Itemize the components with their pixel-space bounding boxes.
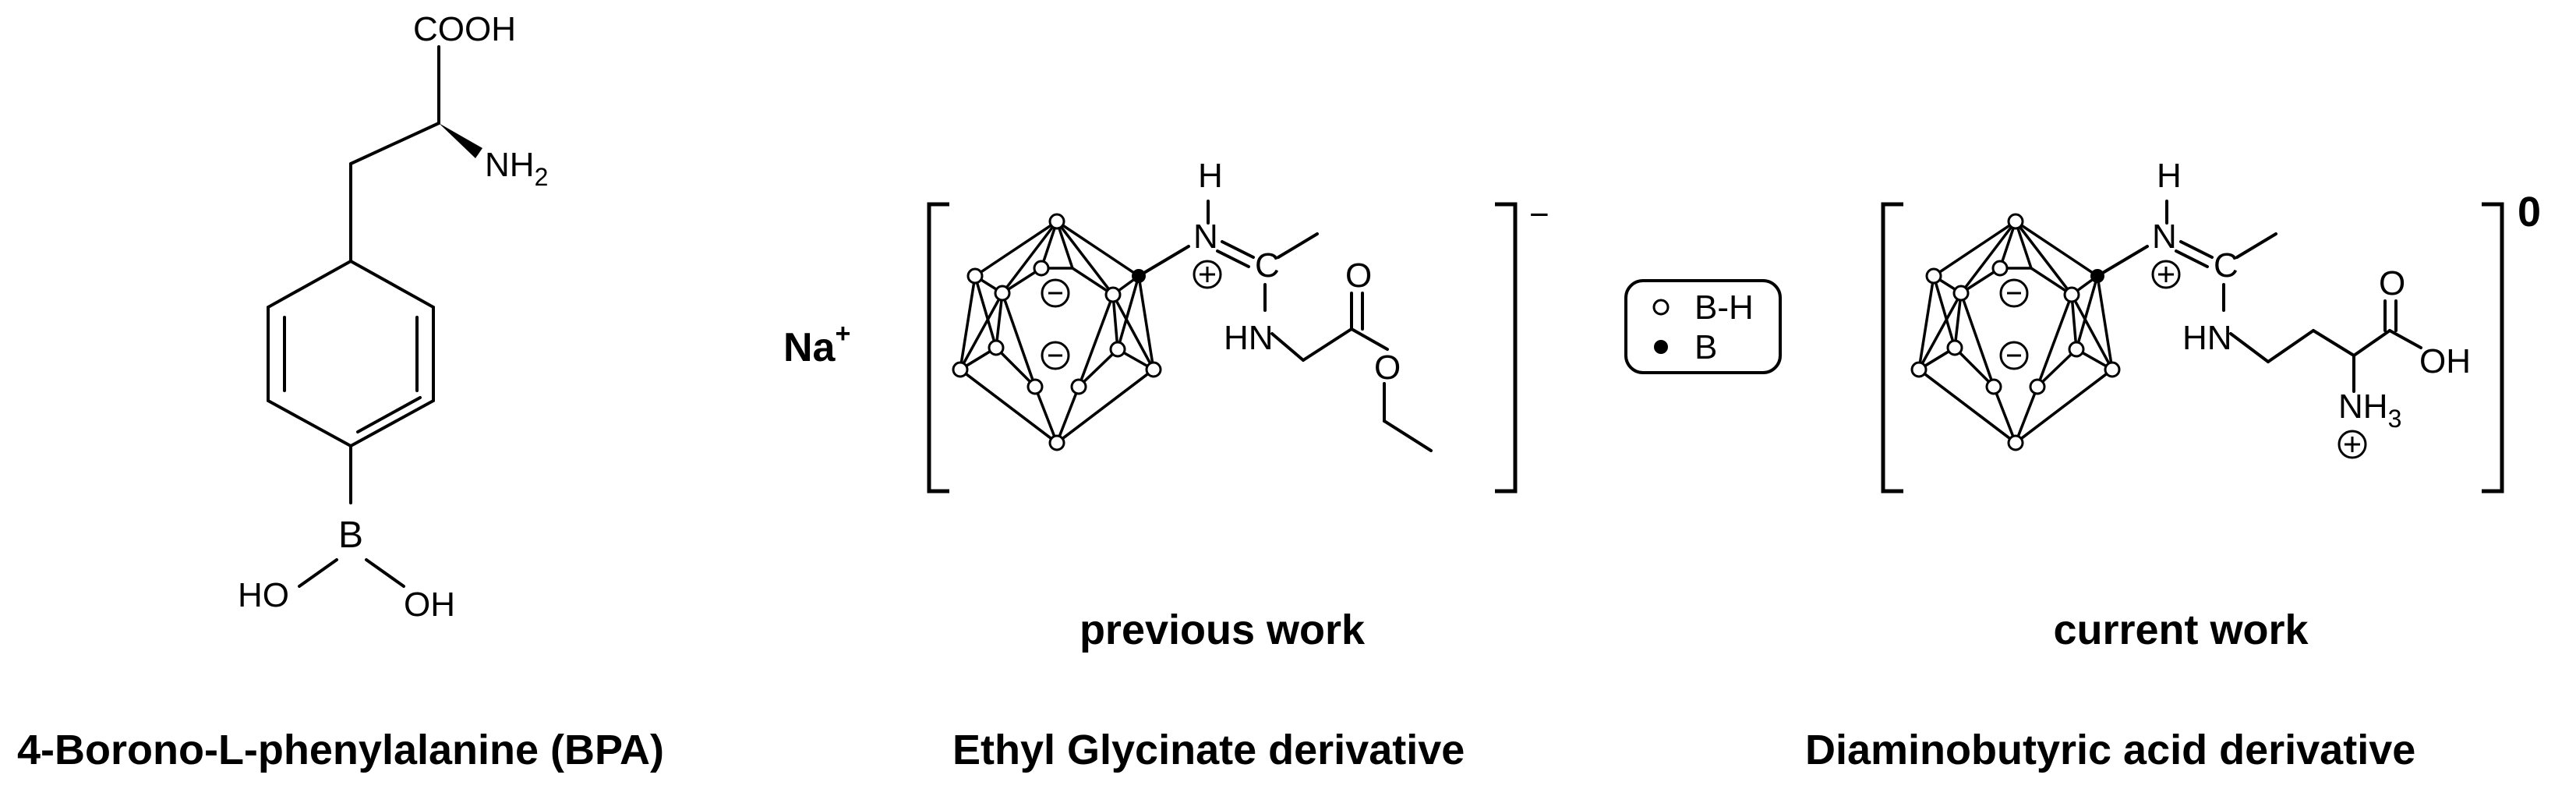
- legend-b-label: B: [1694, 328, 1717, 366]
- bpa-caption: 4-Borono-L-phenylalanine (BPA): [17, 727, 664, 773]
- boron-vertex-icon: [1654, 340, 1668, 354]
- curr-nh3-label: NH3: [2338, 387, 2401, 433]
- current-work-structure: H N C HN O OH NH3 0: [1881, 157, 2541, 494]
- curr-oh-label: OH: [2419, 342, 2471, 380]
- prev-n-label: N: [1193, 218, 1218, 256]
- current-work-label: current work: [2053, 607, 2309, 653]
- bpa-cooh-label: COOH: [413, 10, 516, 48]
- prev-h-label: H: [1198, 157, 1223, 195]
- bpa-nh2-label: NH2: [485, 146, 548, 191]
- bpa-boron-label: B: [338, 515, 363, 556]
- legend-bh-label: B-H: [1694, 288, 1754, 327]
- previous-work-label: previous work: [1080, 607, 1366, 653]
- carborane-cage: [952, 213, 1162, 451]
- curr-h-label: H: [2157, 157, 2182, 195]
- prev-hn-label: HN: [1224, 319, 1274, 357]
- previous-complex-charge: −: [1529, 196, 1549, 234]
- curr-hn-label: HN: [2182, 319, 2232, 357]
- diaminobutyric-caption: Diaminobutyric acid derivative: [1805, 727, 2415, 773]
- legend-box: [1624, 279, 1782, 374]
- curr-carbonyl-o-label: O: [2379, 264, 2405, 302]
- atom-legend: B-H B: [1624, 279, 1782, 374]
- prev-ester-o-label: O: [1374, 348, 1401, 387]
- curr-c-label: C: [2214, 246, 2239, 285]
- previous-work-structure: H N C HN O O −: [927, 157, 1549, 494]
- carborane-cage: [1910, 213, 2121, 451]
- bpa-oh-label: OH: [404, 586, 455, 624]
- bpa-structure: COOH NH2 B HO OH: [238, 10, 548, 624]
- curr-n-label: N: [2152, 218, 2177, 256]
- current-complex-charge: 0: [2518, 189, 2541, 235]
- bpa-ho-label: HO: [238, 576, 289, 614]
- glycinate-caption: Ethyl Glycinate derivative: [952, 727, 1465, 773]
- prev-carbonyl-o-label: O: [1345, 256, 1372, 295]
- bh-vertex-icon: [1652, 299, 1670, 316]
- prev-c-label: C: [1255, 246, 1280, 285]
- sodium-counterion: Na+: [783, 319, 850, 370]
